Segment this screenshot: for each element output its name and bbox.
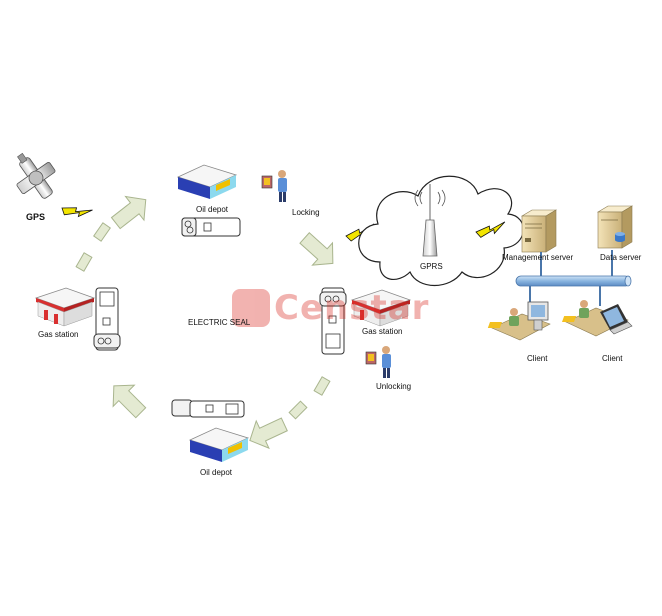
gprs-cloud <box>358 175 524 286</box>
electric-seal-top-icon <box>181 217 241 237</box>
data-server-icon <box>596 205 634 249</box>
label-gps: GPS <box>26 212 46 222</box>
cycle-arrow-down-left <box>243 376 331 455</box>
electric-seal-left-icon <box>93 287 121 351</box>
gas-station-left-icon <box>34 287 96 327</box>
label-electric-seal: ELECTRIC SEAL <box>188 318 251 327</box>
client-right-icon <box>561 300 633 337</box>
watermark-text: Censtar <box>274 288 430 328</box>
label-gas-station-left: Gas station <box>38 330 79 339</box>
label-gas-station-right: Gas station <box>362 327 403 336</box>
gps-signal-icon <box>60 201 93 222</box>
label-client-left: Client <box>527 354 548 363</box>
label-client-right: Client <box>602 354 623 363</box>
label-unlocking: Unlocking <box>376 382 412 391</box>
network-bus <box>515 250 632 306</box>
label-gprs: GPRS <box>420 262 443 271</box>
label-data-server: Data server <box>600 253 642 262</box>
watermark-icon <box>232 289 270 327</box>
label-locking: Locking <box>292 208 320 217</box>
gps-satellite-icon <box>16 152 56 199</box>
label-oil-depot-top: Oil depot <box>196 205 229 214</box>
cycle-arrow-up-left <box>75 187 156 272</box>
gprs-antenna-icon <box>414 184 446 257</box>
electric-seal-bottom-icon <box>171 399 245 418</box>
electric-seal-right-icon <box>319 287 347 355</box>
oil-depot-bottom-icon <box>188 427 250 462</box>
client-left-icon <box>487 301 551 341</box>
cycle-arrow-down-right <box>294 226 344 276</box>
label-management-server: Management server <box>502 253 574 262</box>
oil-depot-top-icon <box>176 164 238 199</box>
gas-station-right-icon <box>350 289 412 327</box>
management-server-icon <box>520 209 558 253</box>
cycle-arrow-up-back <box>102 374 152 424</box>
unlocking-operator-icon <box>365 346 391 378</box>
label-oil-depot-bottom: Oil depot <box>200 468 233 477</box>
watermark-logo: Censtar <box>232 288 429 328</box>
locking-operator-icon <box>261 170 287 202</box>
